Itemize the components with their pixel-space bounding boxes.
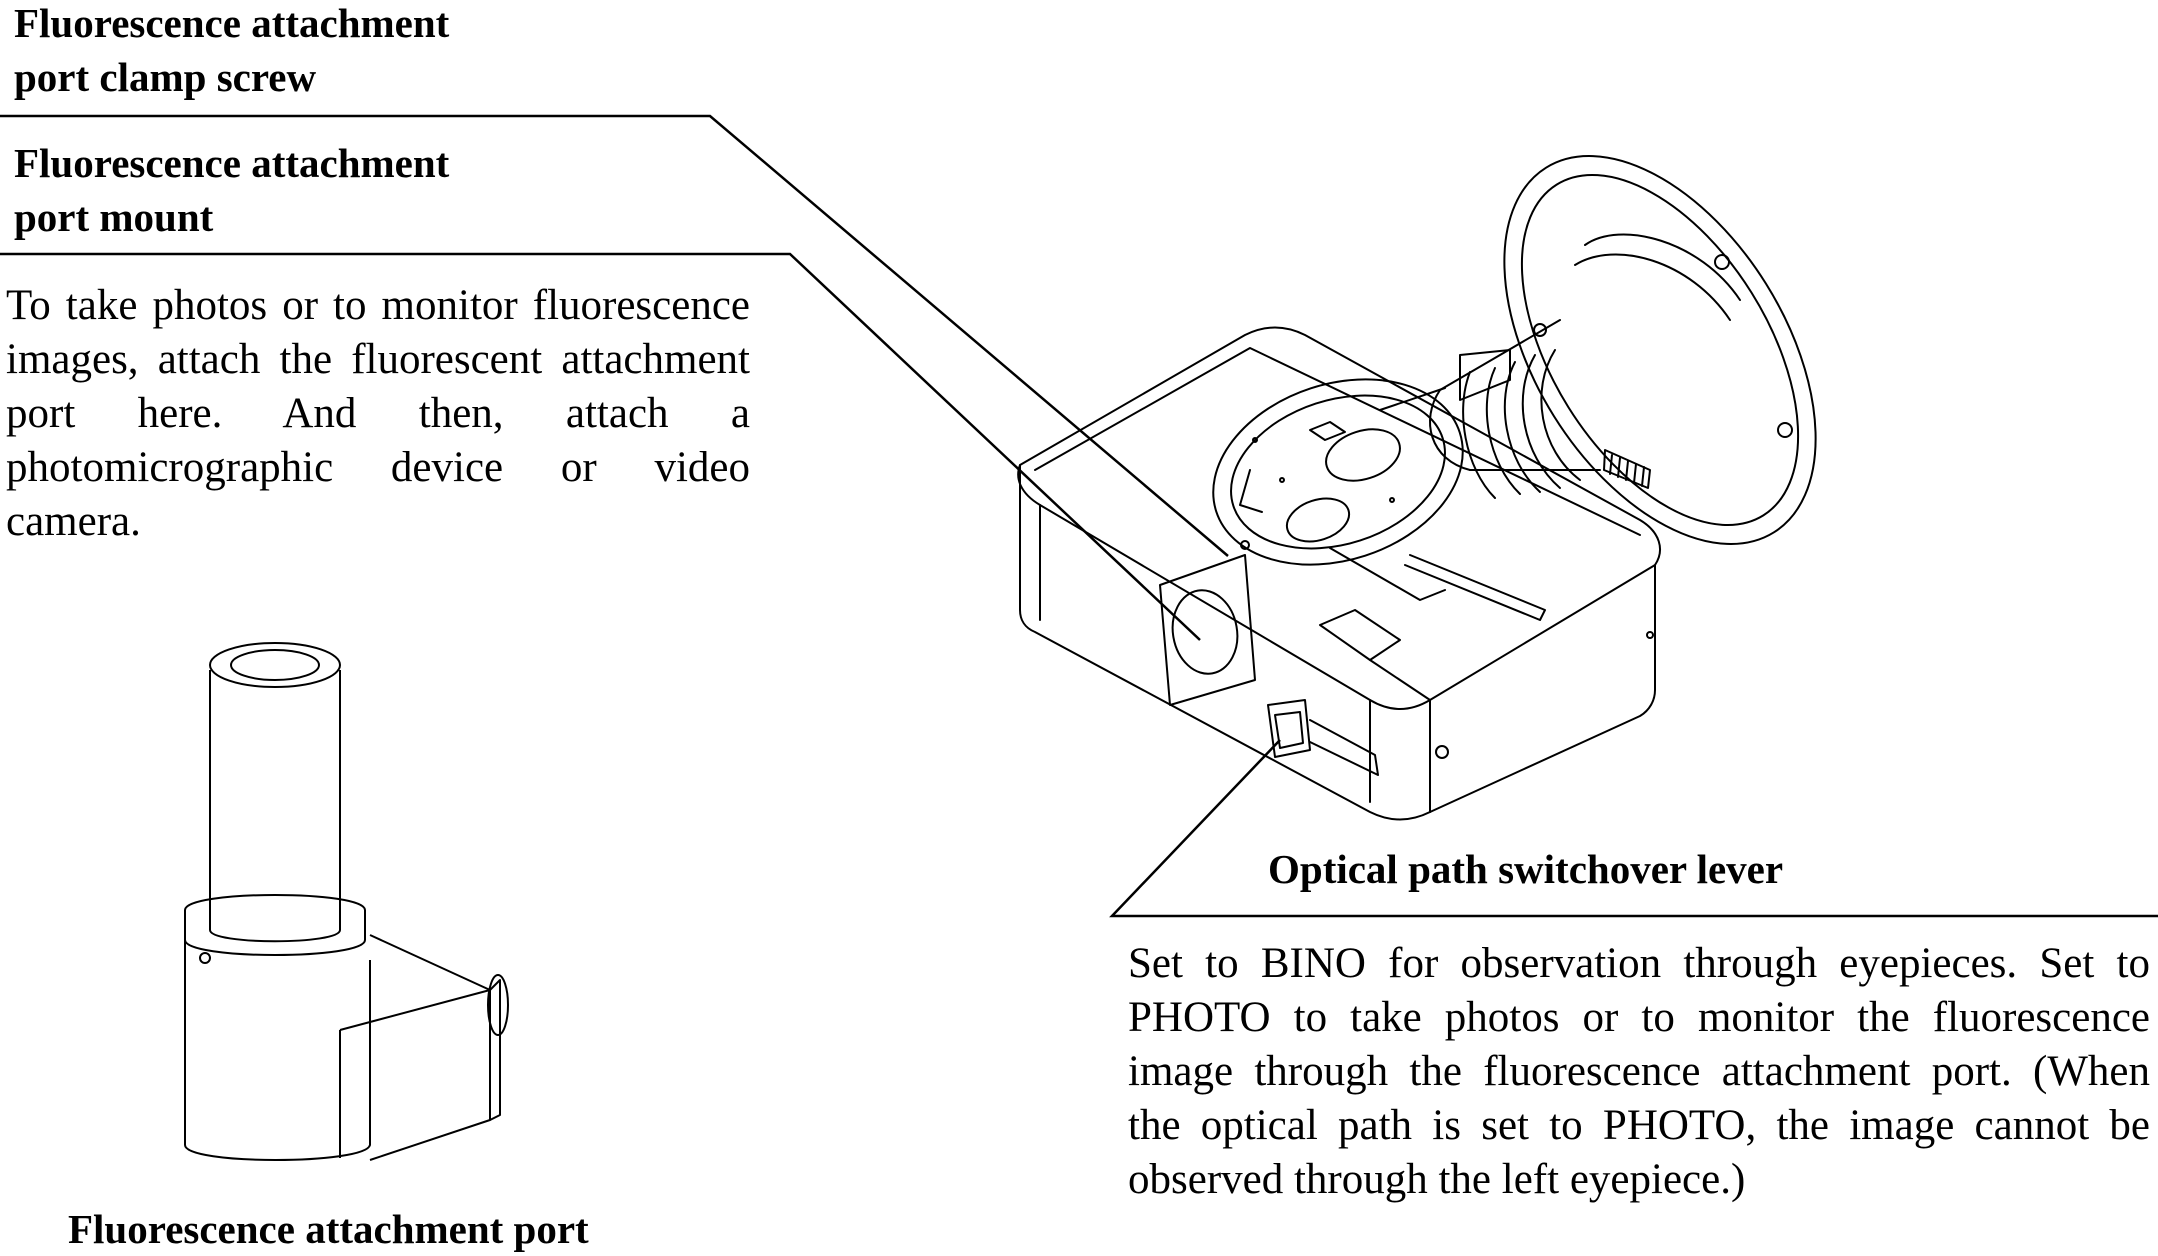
port-mount-label-line2: port mount	[14, 194, 214, 240]
clamp-screw-label-line2: port clamp screw	[14, 54, 317, 100]
lever-leader-line	[1109, 739, 2158, 918]
port-mount-label-line1: Fluorescence attachment	[14, 140, 450, 186]
port-mount-description: To take photos or to monitor fluorescenc…	[6, 282, 750, 545]
lever-description: Set to BINO for observation through eyep…	[1128, 940, 2150, 1203]
attachment-port-label: Fluorescence attachment port	[68, 1206, 589, 1252]
lever-label: Optical path switchover lever	[1268, 846, 1784, 892]
clamp-screw-label: Fluorescence attachment port clamp screw	[14, 0, 449, 104]
clamp-screw-label-line1: Fluorescence attachment	[14, 0, 450, 46]
clamp-screw-leader-line	[0, 114, 1229, 557]
attachment-port-illustration	[184, 642, 509, 1161]
port-mount-leader-line	[0, 252, 1201, 641]
port-mount-label: Fluorescence attachment port mount	[14, 136, 449, 244]
intermediate-tube-illustration	[1017, 155, 1817, 821]
